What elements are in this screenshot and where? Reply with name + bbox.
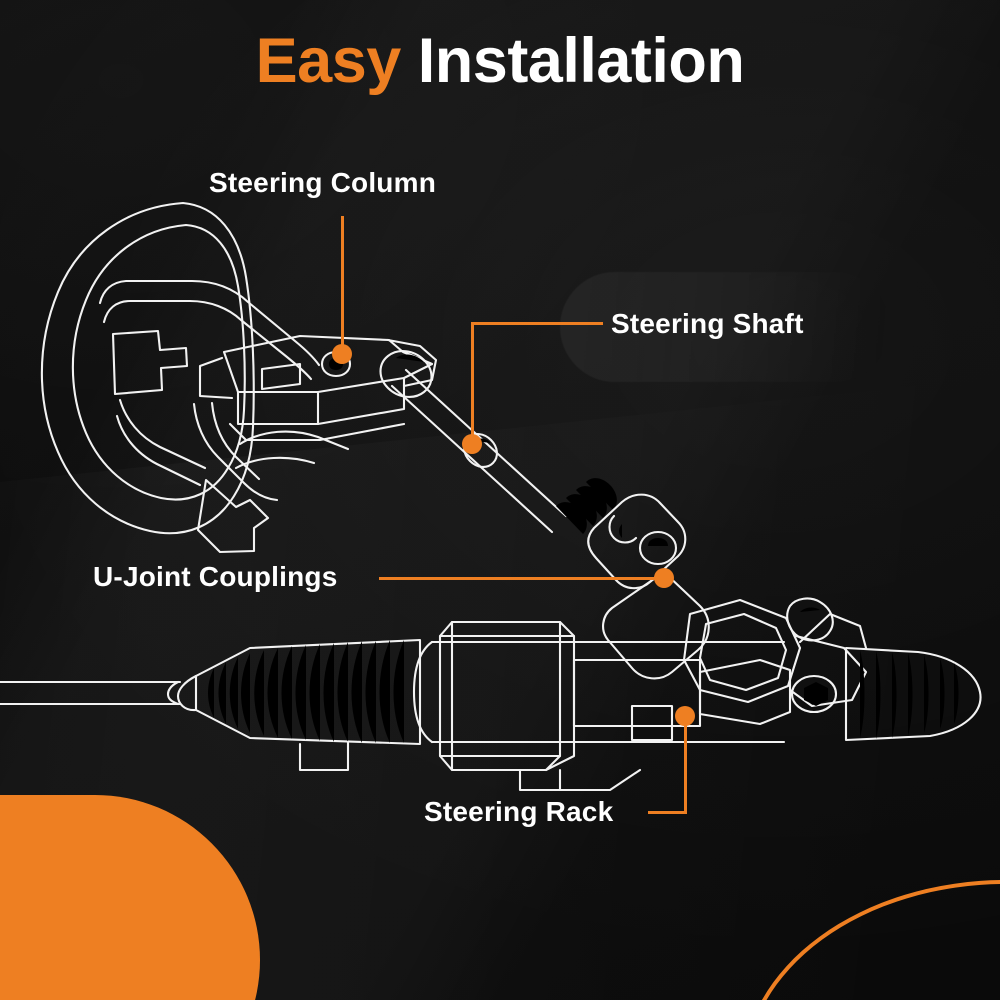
callout-dot-steering-rack [675, 706, 695, 726]
leader-line-steering-rack-vertical [684, 716, 687, 814]
title-accent-word: Easy [255, 26, 402, 96]
callout-dot-steering-shaft [462, 434, 482, 454]
callout-dot-u-joint-couplings [654, 568, 674, 588]
leader-line-steering-shaft-vertical [471, 322, 474, 444]
callout-label-steering-rack: Steering Rack [424, 796, 614, 827]
callout-label-steering-shaft: Steering Shaft [611, 308, 804, 339]
title-plain-word: Installation [417, 26, 745, 96]
callout-dot-steering-column [332, 344, 352, 364]
leader-line-steering-column [341, 216, 344, 354]
title-space [401, 26, 418, 96]
callout-label-u-joint-couplings: U-Joint Couplings [93, 561, 338, 592]
leader-line-u-joint-couplings [379, 577, 665, 580]
leader-line-steering-rack-horizontal [648, 811, 687, 814]
callout-label-steering-column: Steering Column [209, 167, 437, 198]
page-title: Easy Installation [0, 28, 1000, 94]
leader-line-steering-shaft-horizontal [471, 322, 603, 325]
